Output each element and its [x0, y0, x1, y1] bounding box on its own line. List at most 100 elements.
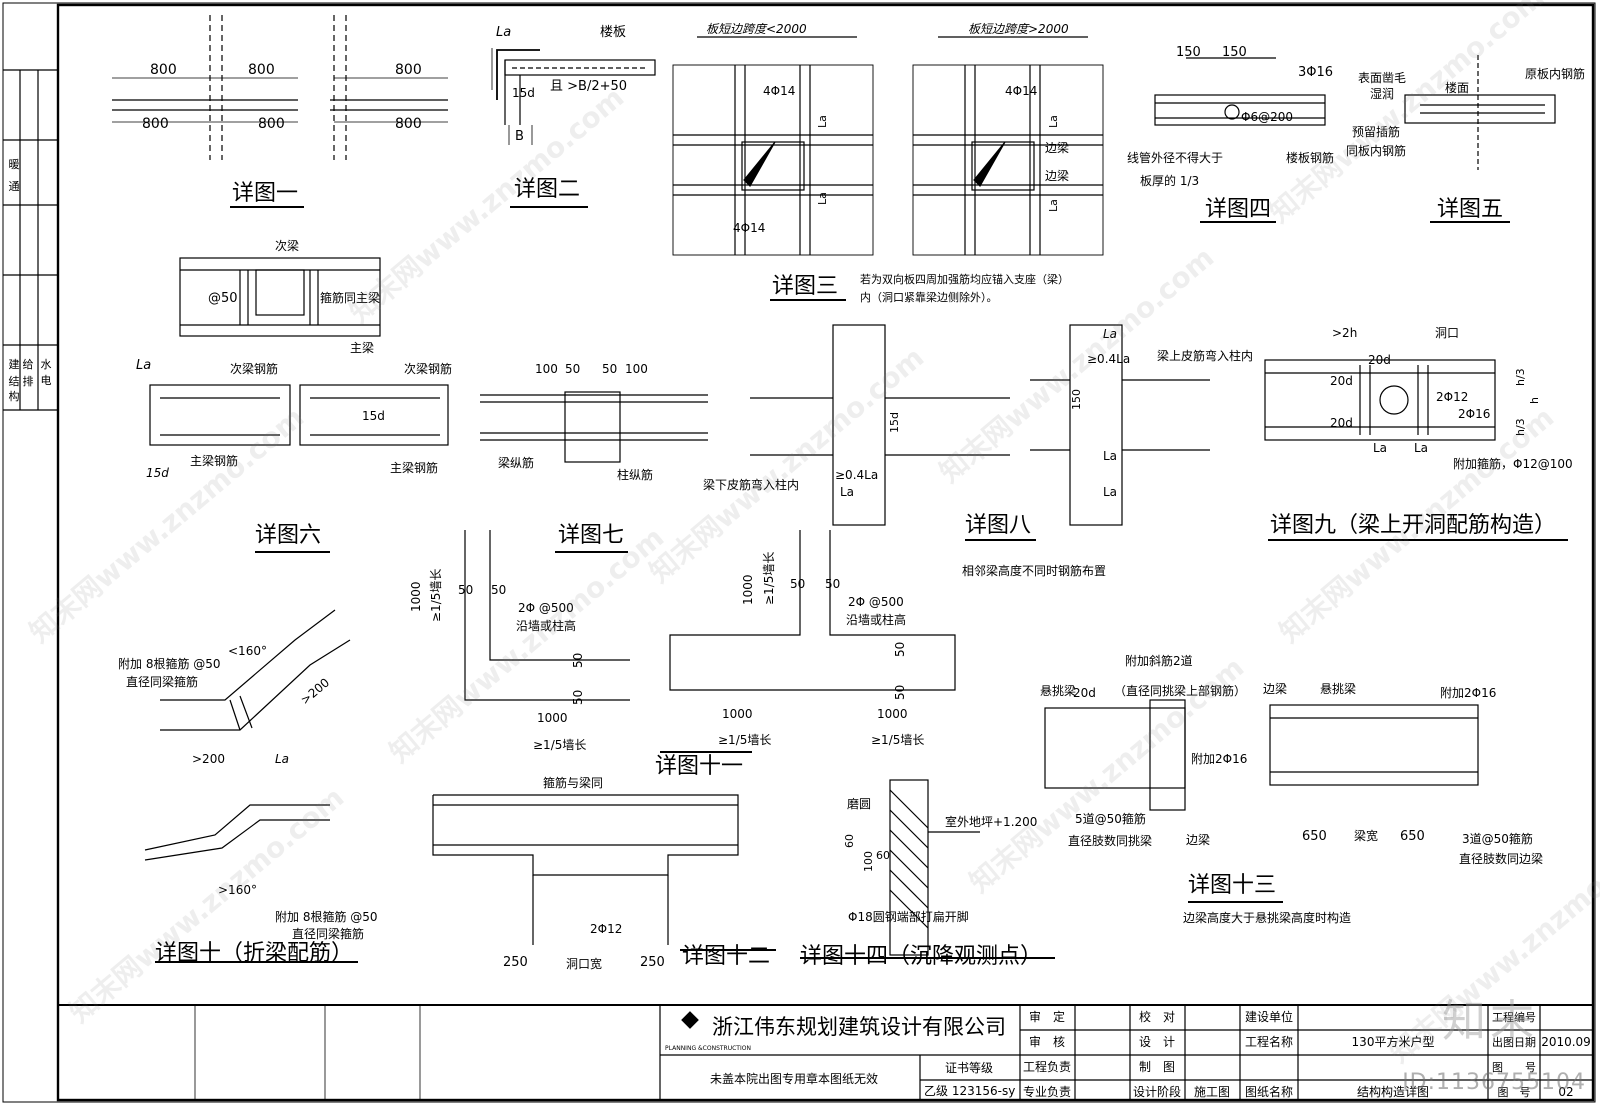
- drawing-label: 若为双向板四周加强筋均应锚入支座（梁）: [860, 272, 1069, 286]
- drawing-label: 梁上皮筋弯入柱内: [1157, 348, 1253, 363]
- drawing-label: 250: [640, 955, 665, 970]
- left-strip-label: 水: [41, 358, 52, 371]
- drawing-label: 50: [571, 690, 585, 705]
- drawing-label: 20d: [1330, 374, 1353, 388]
- drawing-label: B: [515, 129, 524, 144]
- drawing-label: 边梁: [1263, 681, 1287, 696]
- drawing-label: >200: [192, 752, 225, 766]
- drawing-label: 附加2Φ16: [1191, 752, 1247, 766]
- drawing-label: Φ18圆钢端部打扁开脚: [848, 909, 969, 924]
- drawing-label: 800: [150, 62, 177, 78]
- drawing-label: 主梁钢筋: [190, 453, 238, 468]
- company-name: 浙江伟东规划建筑设计有限公司: [712, 1015, 1006, 1039]
- drawing-label: 4Φ14: [1005, 84, 1037, 98]
- left-strip-label: 通: [9, 180, 20, 193]
- drawing-label: 附加 8根箍筋 @50: [118, 656, 221, 671]
- project-name: 130平方米户型: [1352, 1034, 1435, 1049]
- detail-10a-figure: [160, 609, 351, 731]
- drawing-label: 2Φ16: [1458, 407, 1490, 421]
- detail-5-figure: [1404, 55, 1556, 223]
- drawing-label: ≥0.4La: [835, 468, 878, 482]
- drawing-label: 15d: [512, 86, 535, 100]
- drawing-label: 2Φ @500: [848, 595, 904, 609]
- drawing-label: 20d: [1073, 686, 1096, 700]
- drawing-label: 证书等级: [945, 1061, 993, 1075]
- drawing-label: 60: [843, 834, 856, 848]
- drawing-label: 主梁: [350, 340, 374, 355]
- drawing-label: La: [1047, 115, 1060, 128]
- drawing-border: [56, 3, 1595, 1102]
- drawing-label: 4Φ14: [733, 221, 765, 235]
- drawing-label: 悬挑梁: [1320, 681, 1356, 696]
- title-block-grid: [58, 1004, 1593, 1100]
- detail-title: 详图一: [232, 181, 298, 206]
- drawing-label: ≥0.4La: [1087, 352, 1130, 366]
- company-logo-icon: [681, 1011, 699, 1029]
- drawing-label: 100: [535, 362, 558, 376]
- detail-7-figure: [480, 391, 708, 553]
- drawing-label: ≥1/5墙长: [533, 738, 586, 752]
- detail-11-figure: [464, 530, 956, 753]
- left-strip-label: 排: [23, 374, 34, 388]
- detail-title: 详图十（折梁配筋）: [155, 941, 353, 966]
- detail-14-figure: [800, 779, 1055, 959]
- drawing-label: 50: [571, 653, 585, 668]
- drawing-label: 洞口: [1435, 326, 1459, 340]
- drawing-label: 100: [625, 362, 648, 376]
- drawing-label: 校 对: [1139, 1009, 1175, 1024]
- detail-title: 详图三: [772, 274, 838, 299]
- detail-10-figure: [144, 804, 358, 963]
- drawing-label: 主梁钢筋: [390, 460, 438, 475]
- drawing-label: 附加 8根箍筋 @50: [275, 909, 378, 924]
- drawing-label: 50: [825, 577, 840, 591]
- drawing-label: 湿润: [1370, 86, 1394, 101]
- detail-subtitle: 边梁高度大于悬挑梁高度时构造: [1183, 910, 1351, 925]
- drawing-label: 施工图: [1194, 1085, 1230, 1099]
- drawing-label: 2Φ12: [590, 922, 622, 936]
- drawing-label: h/3: [1514, 418, 1527, 436]
- detail-title: 详图四: [1205, 197, 1271, 222]
- drawing-label: 设 计: [1139, 1035, 1175, 1049]
- drawing-label: 梁宽: [1354, 828, 1378, 843]
- drawing-label: 直径同梁箍筋: [126, 674, 198, 689]
- drawing-label: 20d: [1330, 416, 1353, 430]
- left-strip-label: 暖: [9, 158, 20, 171]
- drawing-label: 边梁: [1045, 140, 1069, 155]
- drawing-label: 50: [491, 583, 506, 597]
- drawing-label: >200: [298, 675, 332, 707]
- drawing-label: 150: [1070, 389, 1083, 410]
- drawing-label: 表面凿毛: [1358, 71, 1406, 85]
- image-id-watermark: ID:1136755104: [1402, 1070, 1586, 1095]
- drawing-label: 800: [395, 116, 422, 132]
- drawing-label: 50: [602, 362, 617, 376]
- drawing-label: 1000: [537, 711, 568, 725]
- drawing-label: 图 号: [1498, 1086, 1531, 1099]
- detail-1-figure: [112, 15, 448, 208]
- drawing-label: 同板内钢筋: [1346, 143, 1406, 158]
- drawing-label: 专业负责: [1023, 1084, 1071, 1099]
- drawing-label: （直径同挑梁上部钢筋）: [1114, 683, 1246, 698]
- drawing-label: 1000: [741, 574, 755, 605]
- detail-title: 详图十一: [655, 754, 743, 779]
- detail-title: 详图六: [255, 523, 321, 548]
- drawing-label: 60: [876, 849, 890, 862]
- drawing-label: 3道@50箍筋: [1462, 831, 1533, 846]
- detail-title: 详图九（梁上开洞配筋构造）: [1270, 513, 1556, 538]
- drawing-label: La: [1103, 485, 1117, 499]
- detail-title: 详图七: [558, 523, 624, 548]
- drawing-label: 100: [862, 851, 875, 872]
- drawing-name: 结构构造详图: [1357, 1084, 1429, 1099]
- drawing-label: 50: [790, 577, 805, 591]
- drawing-label: 内（洞口紧靠梁边侧除外）。: [860, 290, 998, 304]
- detail-title: 详图十四（沉降观测点）: [800, 944, 1042, 969]
- drawing-label: La: [840, 485, 854, 499]
- drawing-label: 次梁钢筋: [404, 361, 452, 376]
- drawing-label: 沿墙或柱高: [846, 612, 906, 627]
- left-strip-label: 构: [9, 389, 20, 403]
- drawing-label: ≥1/5墙长: [429, 569, 443, 622]
- drawing-label: 1000: [877, 707, 908, 721]
- drawing-label: 800: [258, 116, 285, 132]
- drawing-label: 审 核: [1029, 1034, 1065, 1049]
- drawing-label: 楼板: [600, 25, 626, 40]
- drawing-label: 1000: [722, 707, 753, 721]
